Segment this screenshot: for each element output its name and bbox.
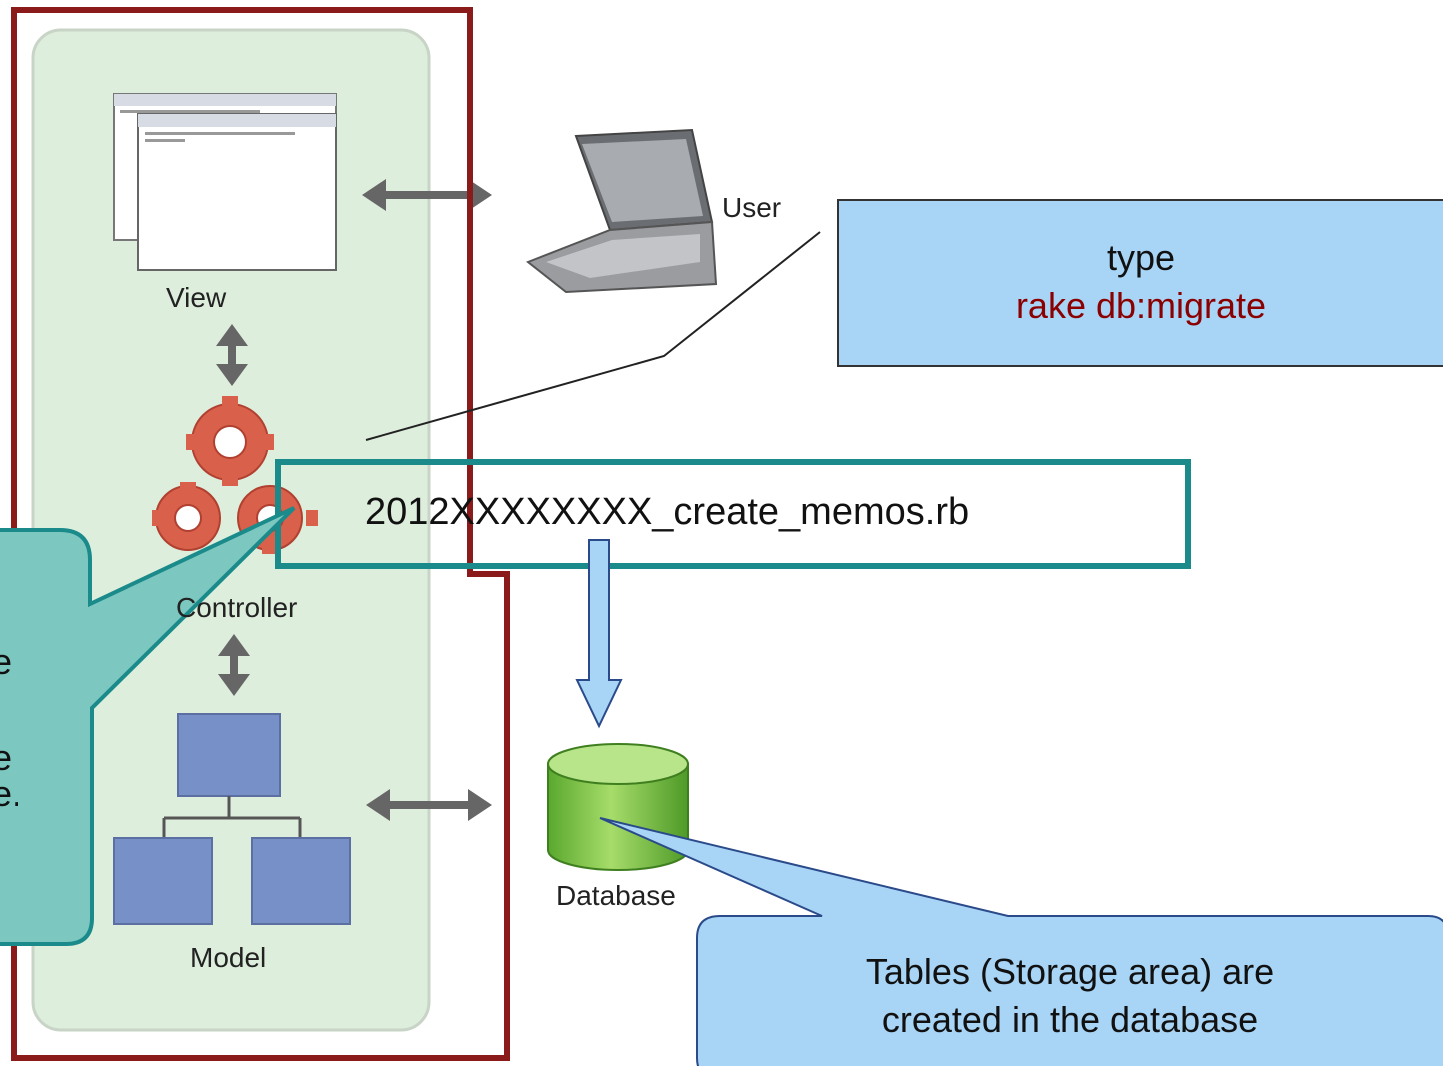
callout-bottom-line2: created in the database: [881, 999, 1259, 1040]
callout-bubble-bottom: [599, 817, 1443, 1066]
user-label: User: [722, 192, 782, 223]
callout-bottom-line1: Tables (Storage area) are: [865, 951, 1275, 992]
database-label: Database: [556, 880, 676, 911]
double-arrow-icon: [216, 324, 248, 386]
view-label: View: [166, 282, 227, 313]
callout-bottom-text: Tables (Storage area) are created in the…: [720, 948, 1420, 1044]
down-arrow-icon: [575, 539, 623, 729]
laptop-icon: [526, 128, 718, 294]
callout-bubble-left: [0, 506, 296, 946]
callout-top-text: type rake db:migrate: [838, 234, 1443, 330]
callout-pointer-line: [365, 231, 821, 441]
controller-label: Controller: [176, 592, 298, 623]
callout-top-command: rake db:migrate: [1015, 285, 1267, 326]
double-arrow-icon: [362, 179, 492, 211]
callout-left-text: e e e.: [0, 641, 18, 814]
double-arrow-icon: [218, 634, 250, 696]
controller-frame: [11, 7, 510, 1061]
callout-box-top: [837, 199, 1443, 367]
double-arrow-icon: [366, 789, 492, 821]
model-hierarchy-icon: [113, 713, 351, 925]
window-icon: [113, 93, 337, 271]
callout-top-line1: type: [1106, 237, 1176, 278]
database-icon: [547, 743, 689, 871]
model-label: Model: [190, 942, 267, 973]
migration-file-name: 2012XXXXXXXX_create_memos.rb: [365, 491, 970, 533]
